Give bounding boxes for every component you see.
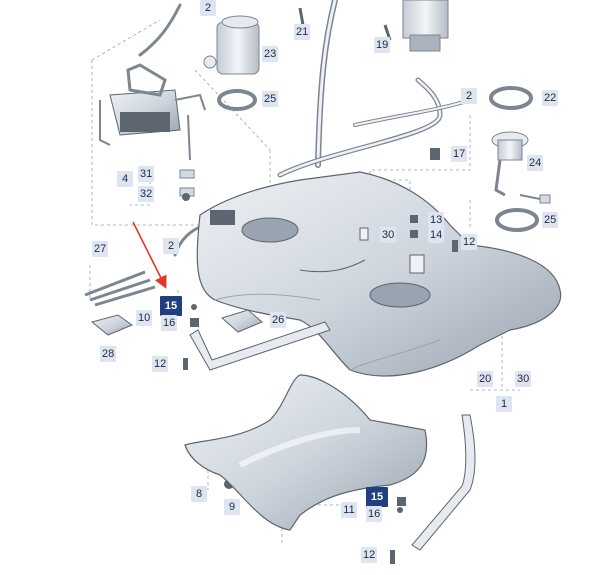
seal-rings	[217, 86, 539, 232]
heat-shield	[184, 374, 428, 531]
tank-strap-upper	[189, 321, 331, 371]
callout-13: 13	[428, 212, 445, 228]
callout-21: 21	[294, 24, 311, 40]
callout-31: 31	[138, 166, 155, 182]
fuel-pump-23	[203, 15, 260, 75]
callout-15-highlight: 15	[366, 487, 388, 507]
tank-strap-lower	[411, 414, 476, 551]
callout-2: 2	[163, 238, 179, 254]
callout-2: 2	[461, 88, 477, 104]
callout-30: 30	[515, 371, 532, 387]
canister	[298, 0, 449, 52]
fuel-sender-24	[491, 131, 551, 204]
fuel-pipes	[138, 0, 472, 257]
callout-11: 11	[341, 502, 357, 518]
callout-28: 28	[100, 346, 117, 362]
callout-16: 16	[366, 506, 383, 522]
callout-22: 22	[542, 90, 559, 106]
callout-20: 20	[477, 371, 494, 387]
pump-module-4	[99, 63, 206, 197]
callout-25: 25	[542, 212, 559, 228]
callout-12: 12	[461, 234, 478, 250]
callout-27: 27	[92, 241, 109, 257]
callout-1: 1	[496, 396, 512, 412]
fuel-tank	[196, 171, 562, 377]
callout-9: 9	[224, 499, 240, 515]
callout-19: 19	[374, 37, 391, 53]
callout-25: 25	[262, 91, 279, 107]
callout-12: 12	[361, 547, 378, 563]
callout-30: 30	[380, 227, 397, 243]
bracket-28	[90, 309, 263, 336]
callout-24: 24	[527, 155, 544, 171]
callout-8: 8	[191, 486, 207, 502]
callout-12: 12	[152, 356, 169, 372]
pointer-arrow	[132, 221, 167, 289]
callout-23: 23	[262, 46, 279, 62]
callout-26: 26	[270, 312, 287, 328]
callout-17: 17	[451, 146, 468, 162]
callout-4: 4	[117, 171, 133, 187]
callout-14: 14	[428, 227, 445, 243]
callout-2: 2	[200, 0, 216, 16]
callout-16: 16	[161, 315, 178, 331]
callout-15-highlight: 15	[160, 296, 182, 316]
callout-32: 32	[138, 186, 155, 202]
callout-10: 10	[136, 310, 153, 326]
pipes-27	[84, 270, 156, 307]
